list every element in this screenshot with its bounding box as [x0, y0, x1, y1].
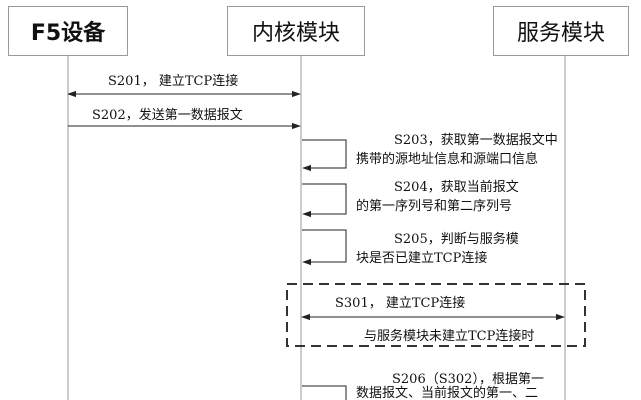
participant-f5-device: F5设备 [8, 6, 128, 56]
label-s203-line1: S203，获取第一数据报文中 [394, 133, 558, 148]
label-s204-line1: S204，获取当前报文 [394, 180, 519, 195]
condition-frame [286, 283, 586, 347]
label-s205-line1: S205，判断与服务模 [394, 232, 519, 247]
label-s202: S202，发送第一数据报文 [92, 108, 243, 123]
participant-kernel-module: 内核模块 [227, 6, 365, 56]
self-loop-s206 [302, 385, 347, 400]
label-s204-line2: 的第一序列号和第二序列号 [356, 199, 513, 214]
self-loop-s204 [302, 183, 347, 218]
label-s203-line2: 携带的源地址信息和源端口信息 [356, 152, 539, 167]
label-s206-line2: 数据报文、当前报文的第一、二 [356, 386, 539, 400]
label-s205-line2: 块是否已建立TCP连接 [356, 251, 488, 266]
label-s201: S201， 建立TCP连接 [108, 74, 239, 89]
self-loop-s205 [302, 229, 347, 266]
label-s206-line1: S206（S302），根据第一 [392, 372, 544, 387]
participant-service-module: 服务模块 [493, 6, 629, 56]
label-s301: S301， 建立TCP连接 [335, 296, 466, 311]
label-condition: 与服务模块未建立TCP连接时 [364, 329, 535, 344]
self-loop-s203 [302, 139, 347, 172]
